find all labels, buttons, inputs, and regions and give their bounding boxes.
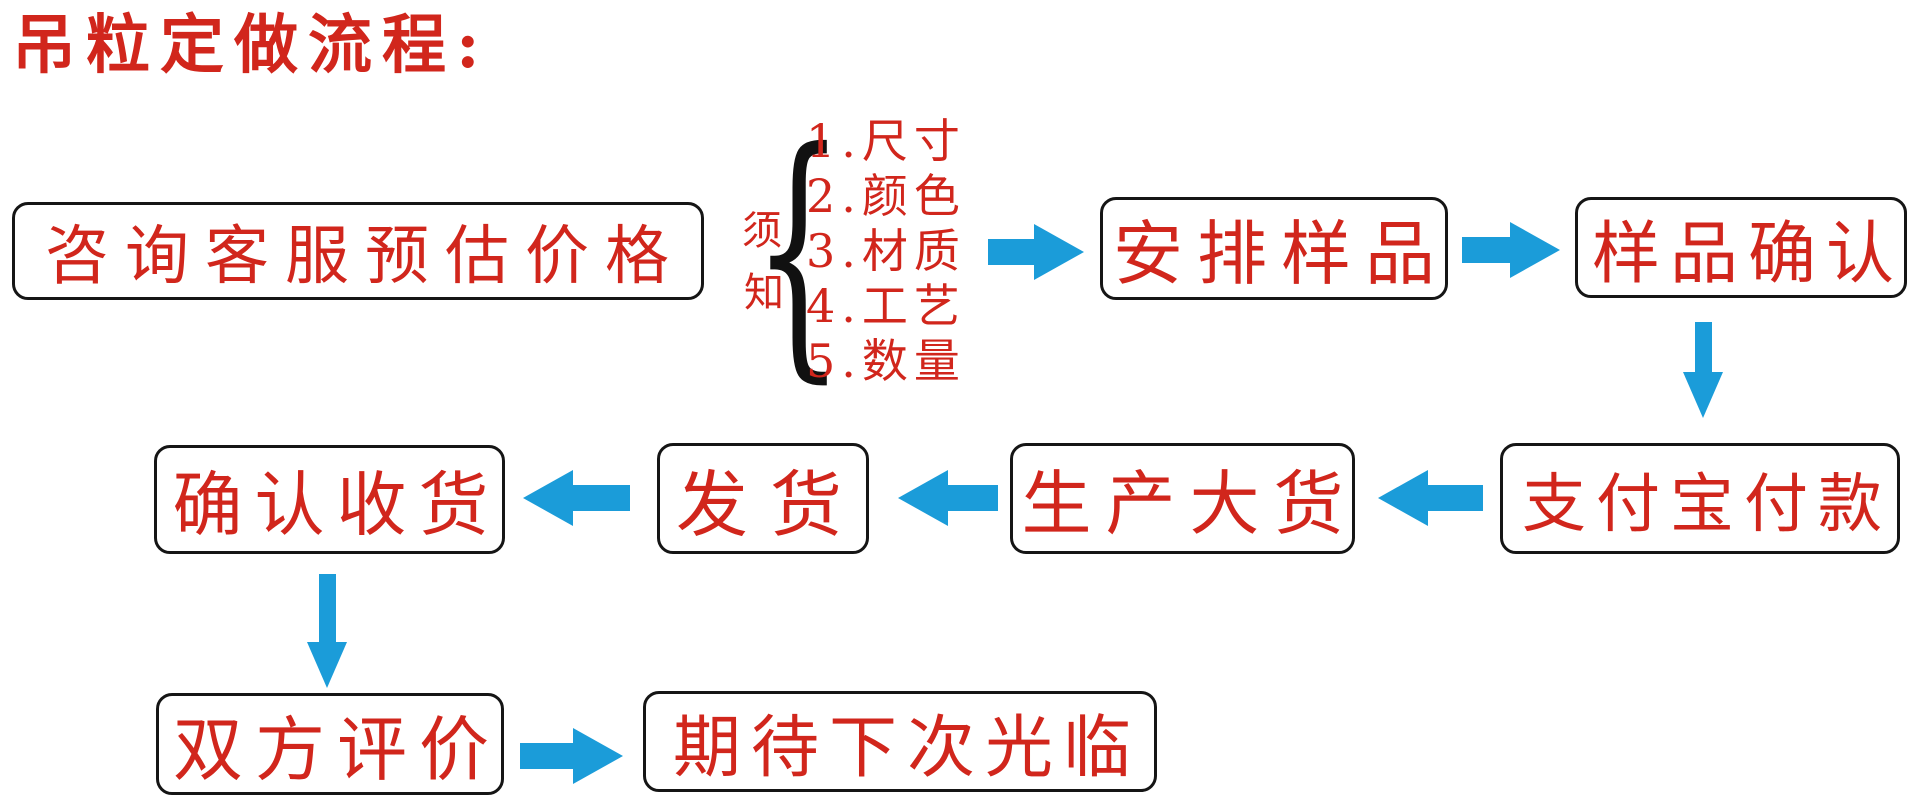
arrow-shaft xyxy=(573,485,630,511)
node-label: 支付宝付款 xyxy=(1522,467,1892,542)
node-label: 发货 xyxy=(675,463,864,547)
notice-item: 1.尺寸 xyxy=(806,114,966,168)
arrow-shaft xyxy=(1694,322,1712,372)
node-label: 咨询客服预估价格 xyxy=(45,220,685,294)
arrow-right-icon xyxy=(988,224,1084,280)
node-arrange-sample: 安排样品 xyxy=(1100,197,1448,300)
brace-icon: { xyxy=(752,95,846,405)
arrow-left-icon xyxy=(1378,470,1483,526)
notice-label-char-1: 须 xyxy=(742,208,782,254)
arrow-down-icon xyxy=(1683,322,1723,418)
arrow-shaft xyxy=(988,239,1034,265)
arrow-head xyxy=(898,470,948,526)
node-label: 安排样品 xyxy=(1113,213,1449,295)
arrow-head xyxy=(1683,372,1723,418)
arrow-shaft xyxy=(318,574,336,642)
node-label: 期待下次光临 xyxy=(672,709,1141,788)
arrow-head xyxy=(1378,470,1428,526)
arrow-head xyxy=(1034,224,1084,280)
node-next-visit: 期待下次光临 xyxy=(643,691,1157,792)
node-consult-service: 咨询客服预估价格 xyxy=(12,202,704,300)
notice-item: 3.材质 xyxy=(806,224,966,278)
arrow-head xyxy=(1510,222,1560,278)
arrow-head xyxy=(307,642,347,688)
node-alipay-payment: 支付宝付款 xyxy=(1500,443,1900,554)
arrow-head xyxy=(523,470,573,526)
notice-item: 5.数量 xyxy=(806,334,966,388)
arrow-down-icon xyxy=(305,574,349,688)
notice-item: 4.工艺 xyxy=(806,279,966,333)
arrow-left-icon xyxy=(898,470,998,526)
node-confirm-receipt: 确认收货 xyxy=(154,445,505,554)
node-bulk-production: 生产大货 xyxy=(1010,443,1355,554)
node-label: 生产大货 xyxy=(1021,463,1358,545)
arrow-shaft xyxy=(520,743,573,769)
node-label: 样品确认 xyxy=(1592,215,1905,294)
arrow-left-icon xyxy=(523,470,630,526)
arrow-right-icon xyxy=(1462,222,1560,278)
arrow-shaft xyxy=(948,485,998,511)
node-label: 确认收货 xyxy=(172,464,501,546)
node-sample-confirm: 样品确认 xyxy=(1575,197,1907,298)
node-ship-goods: 发货 xyxy=(657,443,869,554)
arrow-right-icon xyxy=(520,728,623,784)
arrow-shaft xyxy=(1428,485,1483,511)
notice-list: 1.尺寸 2.颜色 3.材质 4.工艺 5.数量 xyxy=(806,114,966,389)
node-mutual-review: 双方评价 xyxy=(156,693,504,795)
notice-label-char-2: 知 xyxy=(744,270,784,316)
arrow-head xyxy=(573,728,623,784)
arrow-shaft xyxy=(1462,237,1510,263)
notice-item: 2.颜色 xyxy=(806,169,966,223)
node-label: 双方评价 xyxy=(173,708,501,791)
page-title: 吊粒定做流程: xyxy=(12,8,490,83)
